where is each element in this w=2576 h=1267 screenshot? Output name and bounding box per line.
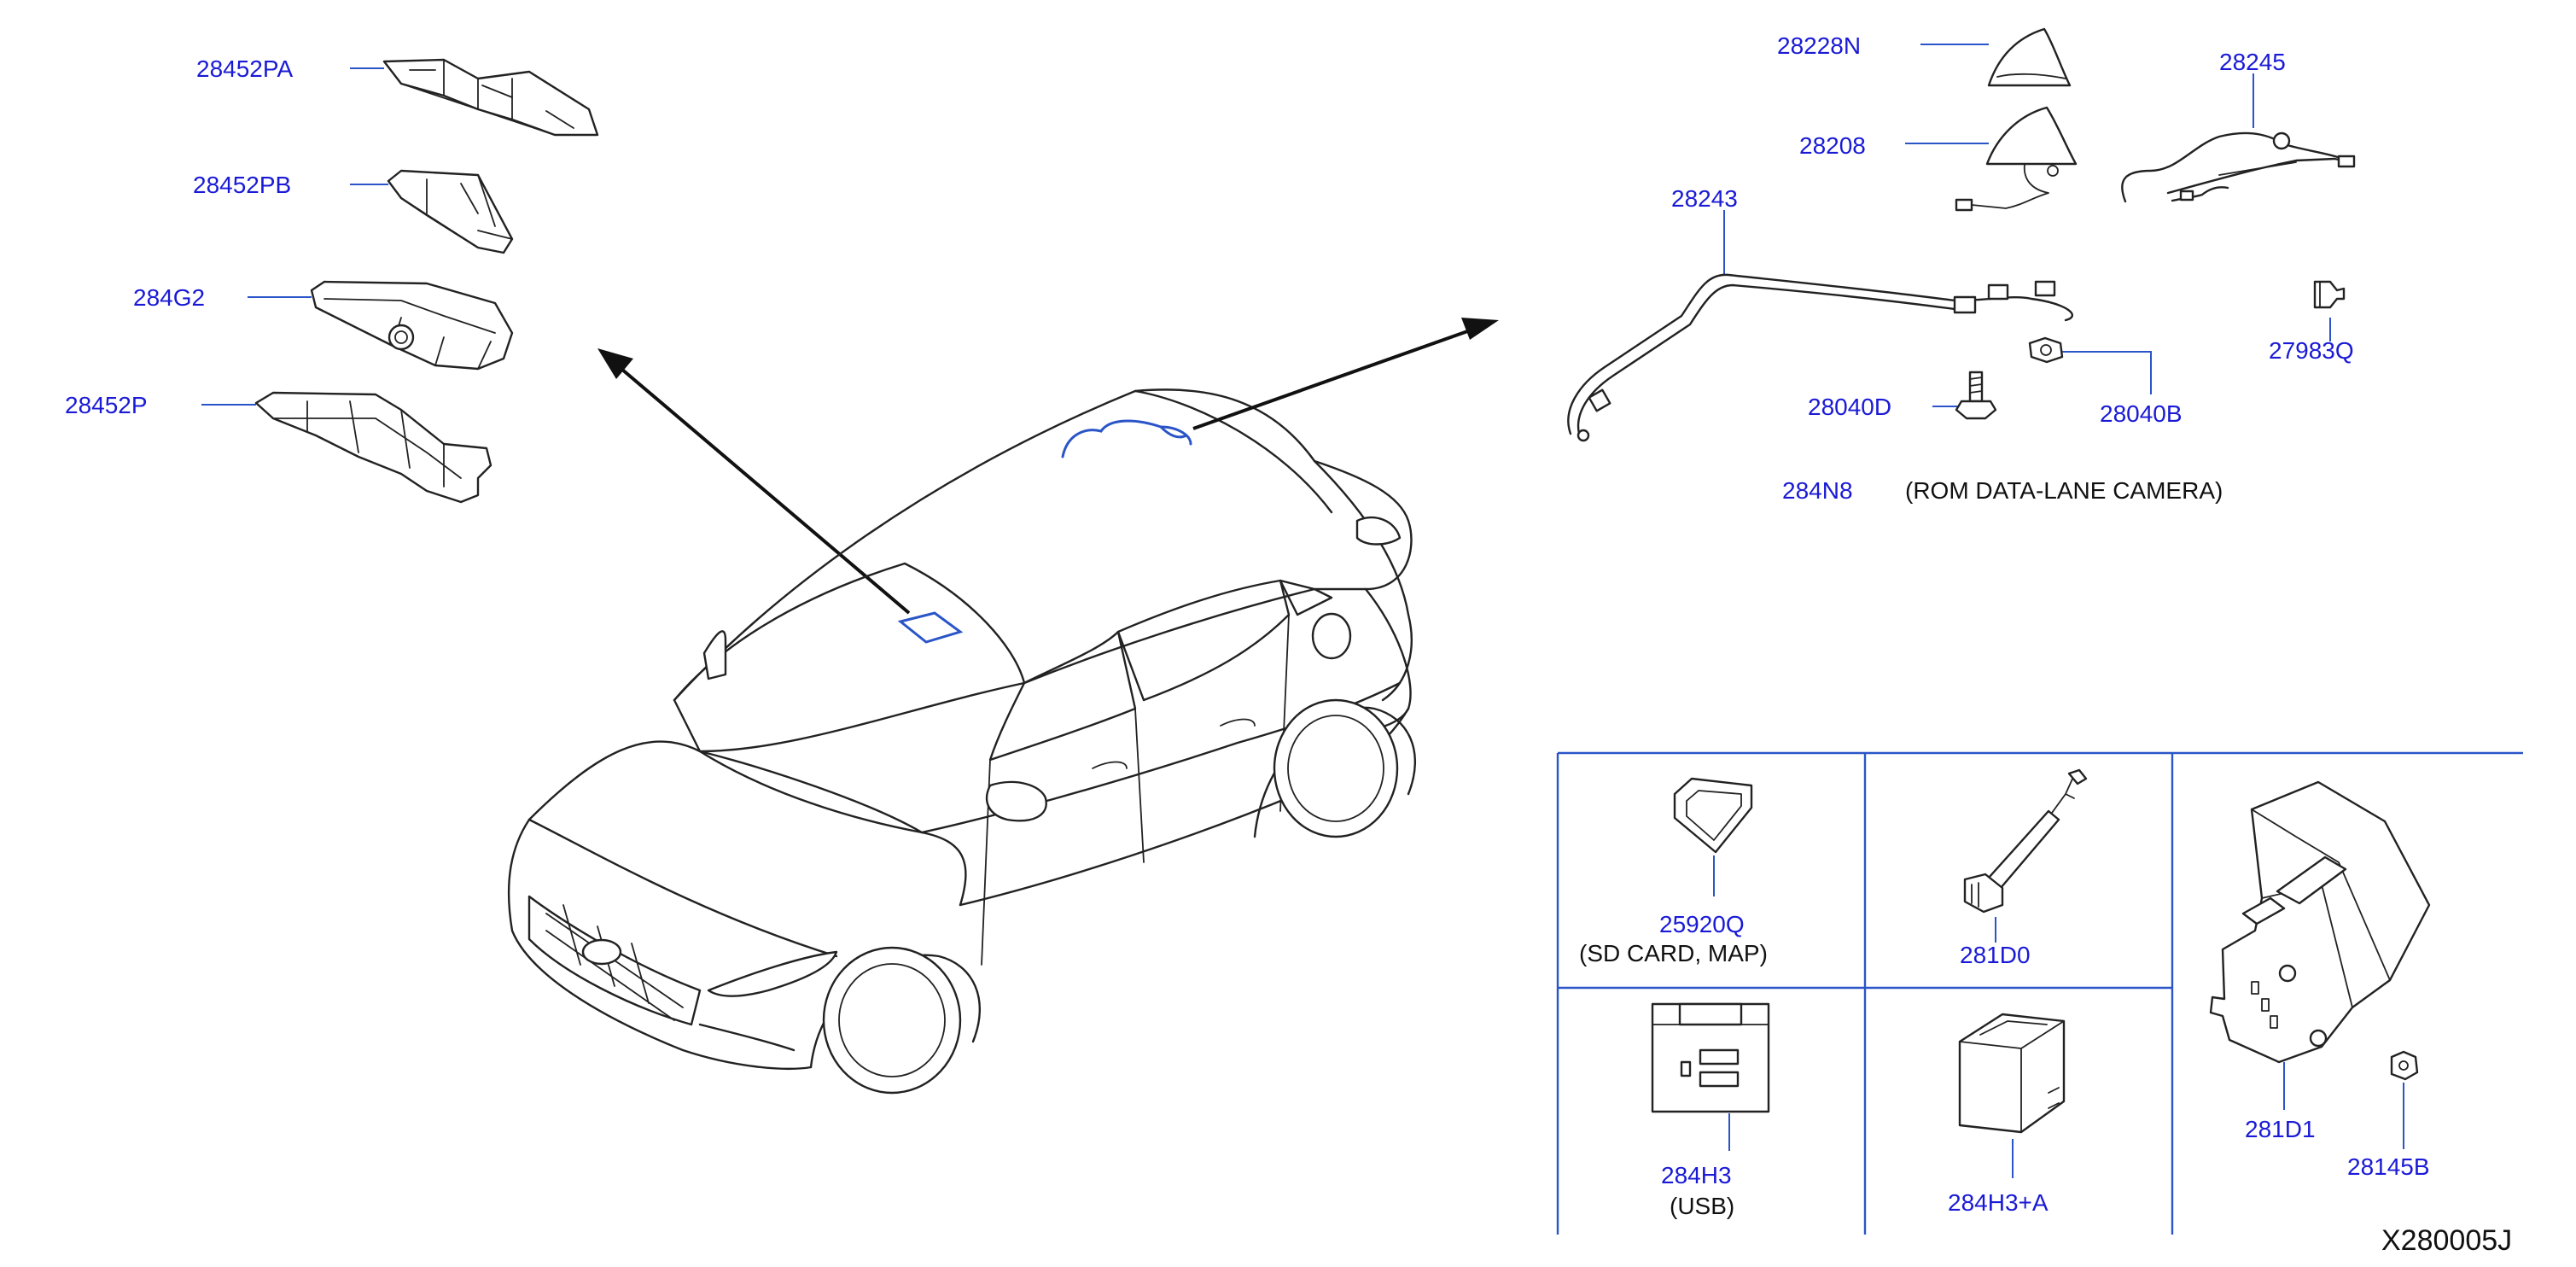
usb-module-284H3 [1651,1002,1770,1151]
label-27983Q: 27983Q [2269,337,2354,364]
note-usb: (USB) [1670,1193,1734,1219]
usb-module-284H3A [1958,1013,2066,1178]
label-284H3: 284H3 [1661,1162,1732,1188]
control-unit-281D1 [2209,780,2431,1110]
label-28145B: 28145B [2347,1153,2430,1180]
arrow-to-camera-brackets [597,348,911,615]
cable-281D0 [1963,768,2088,943]
antenna-28228N [1920,27,2072,87]
bolt-28040D [1932,371,1997,420]
nut-28145B [2390,1050,2419,1149]
label-28243: 28243 [1671,185,1738,212]
bracket-28452PB [350,169,514,254]
label-25920Q: 25920Q [1659,911,1745,937]
label-28245: 28245 [2219,49,2286,75]
bracket-28452P [201,391,492,504]
arrow-to-antenna-parts [1192,318,1499,430]
label-28040B: 28040B [2100,400,2183,427]
label-28228N: 28228N [1777,32,1861,59]
vehicle-outline [507,388,1417,1095]
label-284N8: 284N8 [1782,477,1853,504]
antenna-28208 [1905,106,2078,212]
label-28040D: 28040D [1808,394,1891,420]
label-28452PA: 28452PA [196,55,293,82]
label-28452P: 28452P [65,392,148,418]
note-sd-card: (SD CARD, MAP) [1579,940,1768,966]
label-281D0: 281D0 [1960,942,2031,968]
cable-28245 [2121,73,2356,203]
label-281D1: 281D1 [2245,1116,2316,1142]
sd-card-25920Q [1673,777,1753,896]
label-28452PB: 28452PB [193,172,291,198]
clip-27983Q [2313,280,2346,342]
bracket-28452PA [350,58,599,137]
nut-28040B [2028,336,2152,394]
cable-28243 [1567,210,2073,442]
label-28208: 28208 [1799,132,1866,159]
diagram-code: X280005J [2381,1224,2512,1257]
note-rom-camera: (ROM DATA-LANE CAMERA) [1905,477,2223,504]
label-284H3A: 284H3+A [1948,1189,2049,1216]
parts-grid [1556,751,2523,1235]
camera-284G2 [248,280,514,371]
label-284G2: 284G2 [133,284,205,311]
